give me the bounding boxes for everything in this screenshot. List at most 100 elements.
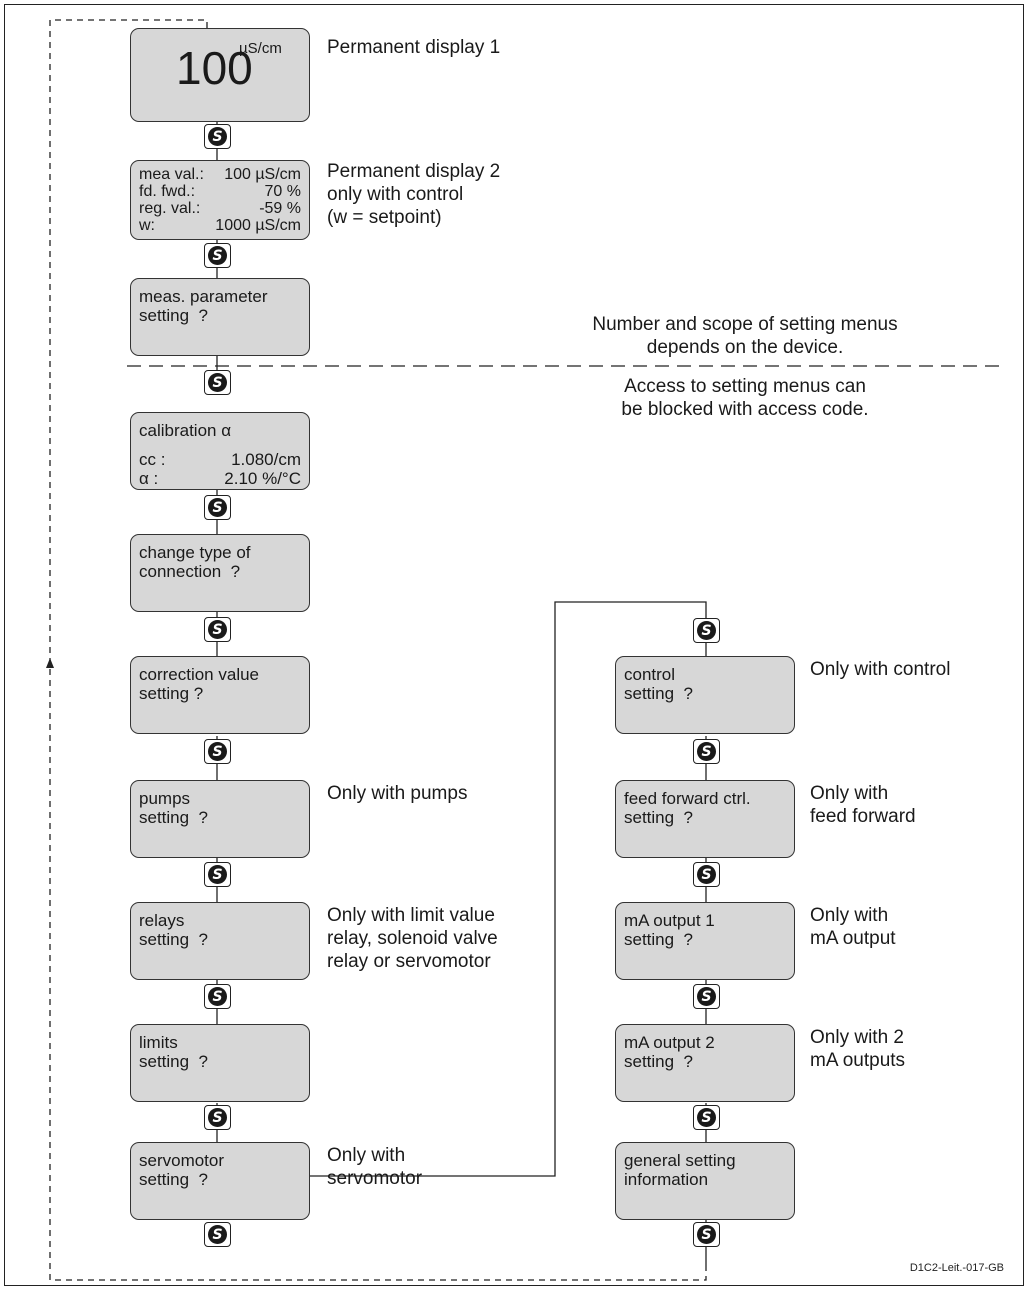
value-label: cc : [139,450,166,469]
scroll-key-symbol: S [208,1108,227,1127]
scroll-key-icon: S [204,617,231,642]
value-text: -59 % [259,200,301,217]
scroll-key-symbol: S [208,865,227,884]
scroll-key-symbol: S [208,246,227,265]
note-line: Access to setting menus can [624,376,866,397]
value-label: w: [139,217,155,234]
note-line: feed forward [810,806,916,827]
menu-line: setting ? [624,1052,693,1071]
menu-line: general setting [624,1151,736,1170]
note-line: Number and scope of setting menus [592,314,898,335]
scroll-key-icon: S [693,984,720,1009]
scroll-key-symbol: S [697,742,716,761]
menu-line: control [624,665,676,684]
drawing-code: D1C2-Leit.-017-GB [909,1262,1004,1274]
note-line: Only with 2 [810,1027,904,1048]
menu-line: limits [139,1033,178,1052]
menu-line: feed forward ctrl. [624,789,751,808]
note-line: mA output [810,928,896,949]
scroll-key-icon: S [204,495,231,520]
scroll-key-icon: S [693,739,720,764]
menu-note: Only with control [810,658,950,681]
menu-line: connection ? [139,562,241,581]
note-line: Only with [810,905,889,926]
value-label: mea val.: [139,166,204,183]
value-row: w: 1000 µS/cm [139,217,301,234]
permanent-display-1: 100 µS/cm [130,28,310,122]
diagram-frame [4,4,1024,1286]
value-label: fd. fwd.: [139,183,196,200]
note-permanent-display-1: Permanent display 1 [327,37,501,58]
menu-line: setting ? [624,930,693,949]
scroll-key-icon: S [204,1222,231,1247]
menu-line: mA output 2 [624,1033,715,1052]
note-line: Only with [810,783,889,804]
menu-line: servomotor [139,1151,225,1170]
scroll-key-icon: S [204,124,231,149]
scroll-key-symbol: S [208,620,227,639]
scroll-key-symbol: S [697,865,716,884]
menu-line: setting ? [139,930,208,949]
value-row: cc : 1.080/cm [139,450,301,469]
menu-line: meas. parameter [139,287,268,306]
scroll-key-icon: S [204,370,231,395]
menu-line: calibration α [139,421,232,440]
note-line: Only with limit value [327,905,495,926]
value-text: 1.080/cm [231,450,301,469]
menu-line: setting ? [139,1170,208,1189]
value-row: α :2.10 %/°C [139,469,301,488]
note-line: only with control [327,184,464,205]
menu-line: correction value [139,665,260,684]
scroll-key-icon: S [693,618,720,643]
scroll-key-symbol: S [208,742,227,761]
scroll-key-icon: S [693,1222,720,1247]
scroll-key-icon: S [204,1105,231,1130]
scroll-key-symbol: S [208,127,227,146]
scroll-key-symbol: S [697,987,716,1006]
menu-line: setting ? [139,684,204,703]
note-line: depends on the device. [646,337,844,358]
scroll-key-symbol: S [208,1225,227,1244]
value-row: fd. fwd.: 70 % [139,183,301,200]
scroll-key-symbol: S [697,1108,716,1127]
value-text: 100 µS/cm [224,166,301,183]
note-line: relay, solenoid valve [327,928,498,949]
value-text: 70 % [264,183,301,200]
value-text: 1000 µS/cm [215,217,301,234]
menu-line: change type of [139,543,251,562]
scroll-key-icon: S [204,984,231,1009]
menu-note: Only with pumps [327,782,467,805]
menu-line: setting ? [624,684,693,703]
note-line: be blocked with access code. [621,399,869,420]
value-label: reg. val.: [139,200,201,217]
scroll-key-icon: S [204,243,231,268]
scroll-key-symbol: S [208,373,227,392]
scroll-key-icon: S [204,739,231,764]
menu-line: setting ? [624,808,693,827]
menu-box: feed forward ctrl.setting ? [615,780,795,858]
scroll-key-symbol: S [697,621,716,640]
note-line: servomotor [327,1168,423,1189]
note-line: Permanent display 2 [327,161,501,182]
scroll-key-symbol: S [208,498,227,517]
menu-line: mA output 1 [624,911,715,930]
note-line: Only with [327,1145,406,1166]
menu-line: relays [139,911,185,930]
value-label: α : [139,469,159,488]
scroll-key-symbol: S [208,987,227,1006]
